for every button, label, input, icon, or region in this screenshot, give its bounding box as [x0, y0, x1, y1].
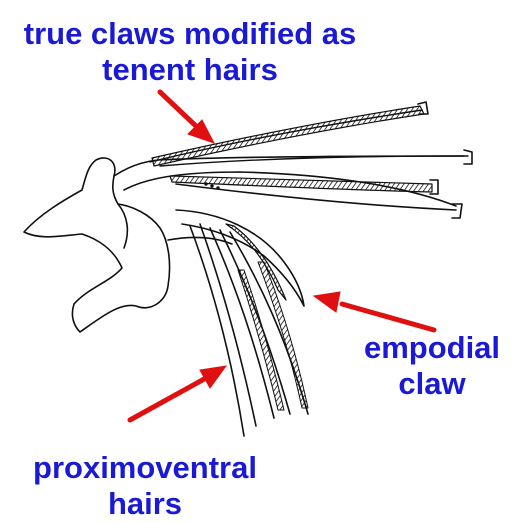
dot-1: [204, 182, 208, 186]
tenent-hair-2-tip: [463, 149, 473, 165]
tenent-hair-3-tip: [429, 179, 439, 195]
arrow-true-claws-shaft: [157, 89, 201, 131]
tenent-hair-4: [175, 183, 457, 211]
label-proximoventral-line1: proximoventral: [33, 450, 257, 485]
label-empodial-claw: empodial claw: [352, 330, 512, 402]
arrow-true-claws-head: [187, 119, 216, 144]
label-proximoventral-hairs: proximoventral hairs: [14, 450, 276, 522]
label-true-claws: true claws modified as tenent hairs: [14, 16, 366, 88]
label-empodial-line1: empodial: [363, 330, 501, 365]
label-true-claws-line2: tenent hairs: [102, 52, 278, 87]
arrow-empodial-shaft: [339, 301, 437, 333]
label-empodial-line2: claw: [398, 366, 466, 401]
leg-outline: [23, 157, 171, 333]
empodial-claw: [175, 209, 305, 307]
proximoventral-hair-3: [209, 227, 275, 419]
proximoventral-hair-hatch-b: [257, 261, 309, 409]
leg-inner-fold: [117, 203, 129, 249]
dot-3: [216, 186, 220, 190]
tenent-hair-1-tip: [417, 101, 429, 115]
proximoventral-hair-1: [189, 225, 245, 437]
label-true-claws-line1: true claws modified as: [23, 16, 357, 51]
proximoventral-hair-hatch-a: [237, 269, 285, 411]
proximoventral-hair-2: [199, 223, 257, 427]
empodial-claw-hatch: [225, 223, 287, 301]
arrow-proximoventral-head: [199, 365, 228, 389]
label-proximoventral-line2: hairs: [107, 486, 183, 521]
dot-2: [210, 184, 214, 188]
arrow-empodial-head: [312, 291, 341, 313]
proximoventral-hair-5: [229, 231, 309, 415]
claw-base-curve: [167, 236, 233, 245]
tenent-hair-4-tip: [451, 203, 463, 219]
arrow-proximoventral-shaft: [127, 375, 209, 423]
tenent-hair-2: [159, 155, 469, 167]
tenent-hair-3-hatch: [169, 175, 433, 193]
